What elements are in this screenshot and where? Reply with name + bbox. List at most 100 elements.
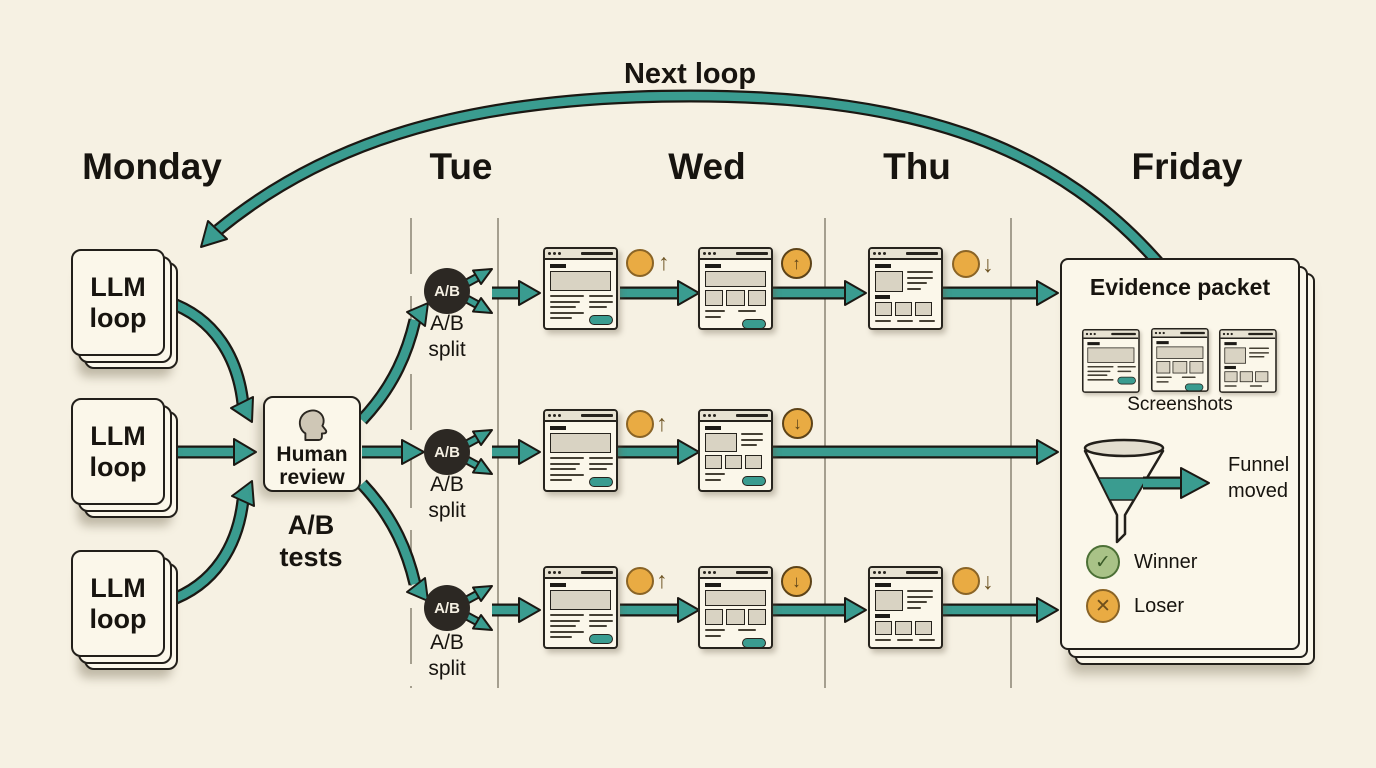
metric-badge-circle <box>626 249 654 277</box>
loser-legend-row: ✕ Loser <box>1086 589 1184 623</box>
subhead-block <box>875 295 890 299</box>
card-face: LLM loop <box>71 249 165 356</box>
metric-badge-circle <box>626 567 654 595</box>
mini-screenshot-1 <box>1082 329 1141 394</box>
ab-split-line1: A/B <box>430 312 464 335</box>
next-loop-arc-arrow <box>200 89 1168 273</box>
ab-split-line2: split <box>428 657 466 681</box>
llm-loop-label: LLM <box>90 421 146 452</box>
logo-block <box>875 264 891 268</box>
loser-label: Loser <box>1134 594 1185 617</box>
funnel-moved-line2: moved <box>1228 480 1289 502</box>
ab-tests-line2: tests <box>279 541 343 572</box>
funnel-moved-label: Funnel moved <box>1228 452 1289 504</box>
cta-button-block <box>742 637 766 648</box>
hero-block <box>705 271 766 287</box>
cta-button-block <box>742 476 766 486</box>
person-head-icon <box>298 409 328 441</box>
screenshot-row1-tue <box>543 247 618 330</box>
down-arrow-icon: ↓ <box>982 251 994 277</box>
ab-split-line2: split <box>428 338 466 362</box>
llm-loop-label: loop <box>89 302 147 333</box>
ab-split-line2: split <box>428 499 466 523</box>
url-bar <box>906 571 938 574</box>
ab-split-line1: A/B <box>430 473 464 496</box>
mini-screenshot-3 <box>1219 329 1278 394</box>
screenshots-label: Screenshots <box>1127 394 1233 415</box>
url-bar <box>906 252 938 255</box>
day-label-friday: Friday <box>1131 146 1243 187</box>
up-arrow-icon: ↑ <box>658 249 670 275</box>
url-bar <box>581 252 613 255</box>
funnel-moved-arrow <box>1143 467 1210 499</box>
row2-flow-arrows <box>492 439 1059 465</box>
day-label-tue: Tue <box>429 146 493 187</box>
llm-loop-label: loop <box>89 603 147 634</box>
image-block <box>875 590 903 611</box>
url-bar <box>581 571 613 574</box>
browser-titlebar <box>870 249 941 260</box>
browser-titlebar <box>700 249 771 260</box>
evidence-packet-card: Evidence packet <box>1060 258 1315 665</box>
logo-block <box>705 583 721 587</box>
url-bar <box>581 414 613 417</box>
subhead-block <box>875 614 890 618</box>
logo-block <box>550 426 566 430</box>
hero-block <box>550 433 611 453</box>
day-label-thu: Thu <box>883 146 951 187</box>
url-bar <box>736 252 768 255</box>
cta-button-block <box>589 476 613 487</box>
day-label-wed: Wed <box>668 146 746 187</box>
day-label-monday: Monday <box>82 146 222 187</box>
ab-split-caption-row3: A/B split <box>428 630 465 683</box>
hero-block <box>550 590 611 610</box>
review-to-split-arrows <box>357 302 429 602</box>
funnel-icon <box>1083 438 1210 544</box>
metric-badge-down-icon: ↓ <box>782 408 813 439</box>
human-review-label: Human review <box>276 443 348 489</box>
screenshot-row3-wed <box>698 566 773 649</box>
funnel-moved-line1: Funnel <box>1228 454 1290 476</box>
llm-loop-label: LLM <box>90 272 146 303</box>
hero-block <box>705 590 766 606</box>
browser-titlebar <box>700 568 771 579</box>
row1-flow-arrows <box>492 280 1059 306</box>
ab-tests-caption: A/B tests <box>279 510 342 574</box>
metric-badge-up-icon: ↑ <box>781 248 812 279</box>
logo-block <box>550 583 566 587</box>
mini-screenshot-2 <box>1151 328 1210 393</box>
up-arrow-icon: ↑ <box>656 567 668 593</box>
card-face: LLM loop <box>71 398 165 505</box>
browser-titlebar <box>545 411 616 422</box>
logo-block <box>705 426 721 430</box>
winner-label: Winner <box>1134 550 1198 573</box>
llm-loop-label: loop <box>89 451 147 482</box>
image-block <box>705 433 737 452</box>
metric-badge-circle <box>952 567 980 595</box>
ab-node-row1: A/B <box>424 268 470 314</box>
image-block <box>875 271 903 292</box>
llm-loop-label: LLM <box>90 573 146 604</box>
metric-badge-circle <box>626 410 654 438</box>
llm-loop-card-3: LLM loop <box>71 550 178 670</box>
url-bar <box>736 414 768 417</box>
row3-flow-arrows <box>492 597 1059 623</box>
screenshot-row1-thu <box>868 247 943 330</box>
screenshot-row3-thu <box>868 566 943 649</box>
cta-button-block <box>589 314 613 325</box>
up-arrow-icon: ↑ <box>656 410 668 436</box>
url-bar <box>736 571 768 574</box>
logo-block <box>550 264 566 268</box>
ab-node-row2: A/B <box>424 429 470 475</box>
llm-loop-card-1: LLM loop <box>71 249 178 369</box>
metric-badge-circle <box>952 250 980 278</box>
ab-split-line1: A/B <box>430 631 464 654</box>
cta-button-block <box>742 318 766 329</box>
winner-legend-row: ✓ Winner <box>1086 545 1197 579</box>
screenshot-row2-tue <box>543 409 618 492</box>
llm-to-review-arrows <box>165 295 257 608</box>
screenshot-row3-tue <box>543 566 618 649</box>
human-review-line1: Human <box>276 443 348 466</box>
llm-loop-card-2: LLM loop <box>71 398 178 518</box>
loser-x-icon: ✕ <box>1086 589 1120 623</box>
